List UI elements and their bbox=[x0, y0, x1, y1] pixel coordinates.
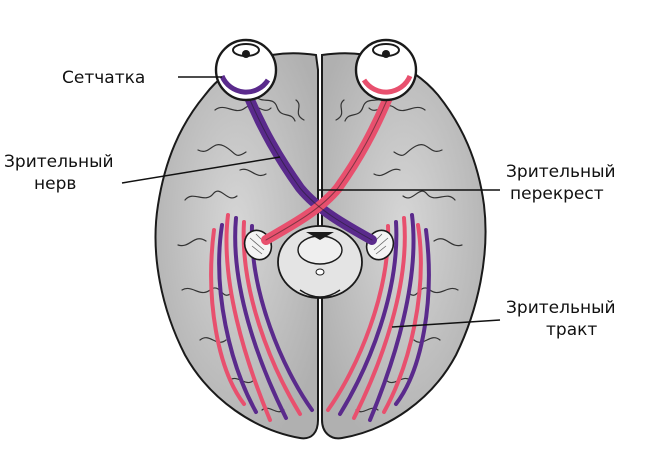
left-tract-fibers bbox=[209, 213, 314, 422]
optic-nerves bbox=[240, 83, 397, 245]
label-optic-tract-line1: Зрительный bbox=[506, 298, 616, 318]
label-optic-tract: Зрительный тракт bbox=[506, 297, 616, 341]
leader-optic-tract bbox=[391, 319, 501, 328]
label-optic-chiasm-line2: перекрест bbox=[510, 184, 604, 204]
label-optic-nerve-line2: нерв bbox=[34, 174, 77, 194]
leader-optic-nerve bbox=[121, 156, 281, 184]
brainstem bbox=[277, 225, 363, 299]
label-optic-nerve: Зрительный нерв bbox=[4, 151, 114, 195]
left-eye bbox=[214, 38, 278, 102]
right-eye bbox=[354, 38, 418, 102]
brain bbox=[154, 52, 487, 440]
label-optic-chiasm: Зрительный перекрест bbox=[506, 161, 616, 205]
optic-tracts bbox=[209, 213, 431, 422]
leader-lines bbox=[121, 76, 501, 328]
right-tract-fibers bbox=[326, 213, 431, 422]
label-retina: Сетчатка bbox=[62, 67, 145, 89]
label-optic-chiasm-line1: Зрительный bbox=[506, 162, 616, 182]
label-retina-text: Сетчатка bbox=[62, 68, 146, 88]
label-optic-nerve-line1: Зрительный bbox=[4, 152, 114, 172]
label-optic-tract-line2: тракт bbox=[546, 320, 598, 340]
